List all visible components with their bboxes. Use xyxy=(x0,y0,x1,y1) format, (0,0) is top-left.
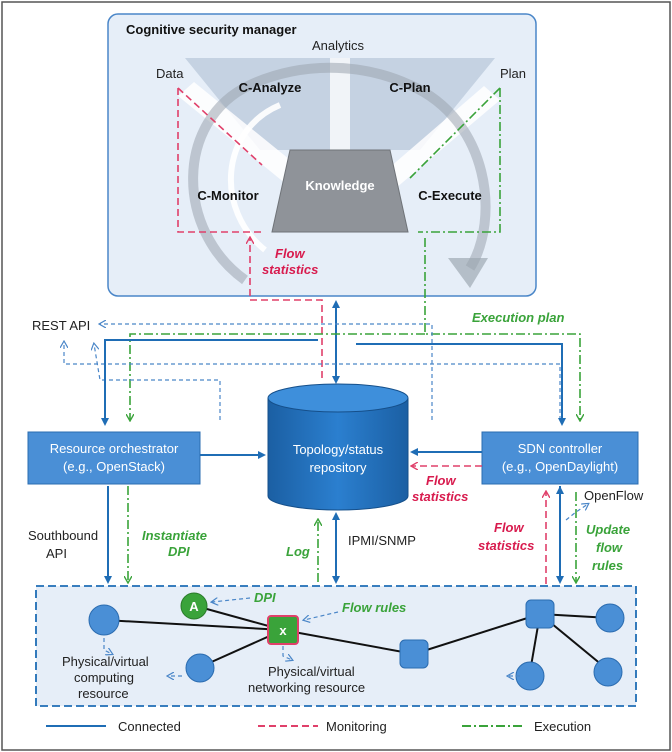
c-plan-label: C-Plan xyxy=(389,80,430,95)
flow-statistics-arrow xyxy=(250,238,323,378)
rest-api-label: REST API xyxy=(32,318,90,333)
computing-label-2: computing xyxy=(74,670,134,685)
cycle-arrow-right xyxy=(407,80,491,271)
c-execute-label: C-Execute xyxy=(418,188,482,203)
openflow-pointer xyxy=(565,504,588,521)
knowledge-block xyxy=(271,149,409,233)
flow-stats-right-label-1: Flow xyxy=(494,520,524,535)
resource-orchestrator-box xyxy=(27,431,201,485)
manager-orchestrator-link xyxy=(101,339,318,426)
dpi-label: DPI xyxy=(254,590,276,605)
plan-arrow xyxy=(382,86,500,188)
legend-connected-label: Connected xyxy=(118,719,181,734)
switch-node-x-label: x xyxy=(279,623,287,638)
execution-path-manager xyxy=(418,88,501,233)
link-switch-switch xyxy=(413,613,541,655)
analytics-divider xyxy=(330,58,350,150)
legend-execution-label: Execution xyxy=(534,719,591,734)
resource-orchestrator-label-2: (e.g., OpenStack) xyxy=(63,459,165,474)
flow-stats-right-label-2: statistics xyxy=(478,538,534,553)
execution-plan-to-orchestrator xyxy=(130,333,425,420)
execution-plan-to-sdn xyxy=(424,238,580,420)
log-label: Log xyxy=(286,544,310,559)
cognitive-manager-title: Cognitive security manager xyxy=(126,22,297,37)
execution-plan-label: Execution plan xyxy=(472,310,565,325)
analytics-label: Analytics xyxy=(312,38,365,53)
switch-node-right xyxy=(525,599,555,629)
monitoring-path-diagonal xyxy=(177,87,263,166)
execution-path-diagonal xyxy=(409,87,501,179)
repository-cylinder xyxy=(267,398,409,511)
dpi-node-a-label: A xyxy=(189,599,199,614)
repository-label-1: Topology/status xyxy=(293,442,384,457)
flow-stats-mid-label-2: statistics xyxy=(412,489,468,504)
switch-node-mid xyxy=(399,639,429,669)
computing-node-1 xyxy=(88,604,120,636)
dpi-pointer xyxy=(212,598,251,602)
switch-node-x xyxy=(267,615,299,645)
sdn-controller-box xyxy=(481,431,639,485)
legend-monitoring-label: Monitoring xyxy=(326,719,387,734)
plan-label: Plan xyxy=(500,66,526,81)
repository-label-2: repository xyxy=(309,460,367,475)
host-node-2 xyxy=(593,657,623,687)
update-label-2: flow xyxy=(596,540,623,555)
rest-api-arrow-sdn xyxy=(64,342,561,420)
resource-orchestrator-label-1: Resource orchestrator xyxy=(50,441,179,456)
rest-api-arrow-orchestrator xyxy=(94,344,221,420)
data-arrow xyxy=(178,82,300,184)
flow-rules-label: Flow rules xyxy=(342,600,406,615)
openflow-label: OpenFlow xyxy=(584,488,644,503)
update-label-3: rules xyxy=(592,558,623,573)
host-node-3 xyxy=(515,661,545,691)
computing-node-2 xyxy=(185,653,215,683)
networking-label-1: Physical/virtual xyxy=(268,664,355,679)
flow-stats-mid-label-1: Flow xyxy=(426,473,456,488)
computing-pointer xyxy=(103,638,112,654)
networking-pointer xyxy=(282,646,292,660)
rest-api-arrow-top xyxy=(100,324,433,420)
c-monitor-label: C-Monitor xyxy=(197,188,258,203)
cycle-arrowhead xyxy=(448,258,488,288)
southbound-label-2: API xyxy=(46,546,67,561)
link-x-switch xyxy=(282,629,415,655)
southbound-label-1: Southbound xyxy=(28,528,98,543)
c-analyze-label: C-Analyze xyxy=(239,80,302,95)
instantiate-label-1: Instantiate xyxy=(142,528,207,543)
flow-statistics-label-2: statistics xyxy=(262,262,318,277)
cycle-arrow-inner xyxy=(227,102,282,253)
data-label: Data xyxy=(156,66,184,81)
networking-label-2: networking resource xyxy=(248,680,365,695)
host-node-1 xyxy=(595,603,625,633)
monitoring-path-manager xyxy=(177,88,262,233)
update-label-1: Update xyxy=(586,522,630,537)
dpi-node-a xyxy=(180,592,208,620)
sdn-controller-label-1: SDN controller xyxy=(518,441,603,456)
cycle-arrow-outer xyxy=(188,62,413,285)
flow-statistics-label-1: Flow xyxy=(275,246,305,261)
repository-cylinder-top xyxy=(267,383,409,413)
sdn-controller-label-2: (e.g., OpenDaylight) xyxy=(502,459,618,474)
knowledge-label: Knowledge xyxy=(305,178,374,193)
ipmi-label: IPMI/SNMP xyxy=(348,533,416,548)
instantiate-label-2: DPI xyxy=(168,544,190,559)
link-compute1-x xyxy=(103,619,284,631)
computing-label-1: Physical/virtual xyxy=(62,654,149,669)
computing-label-3: resource xyxy=(78,686,129,701)
flow-rules-pointer xyxy=(304,611,339,620)
manager-sdn-link xyxy=(356,343,566,426)
